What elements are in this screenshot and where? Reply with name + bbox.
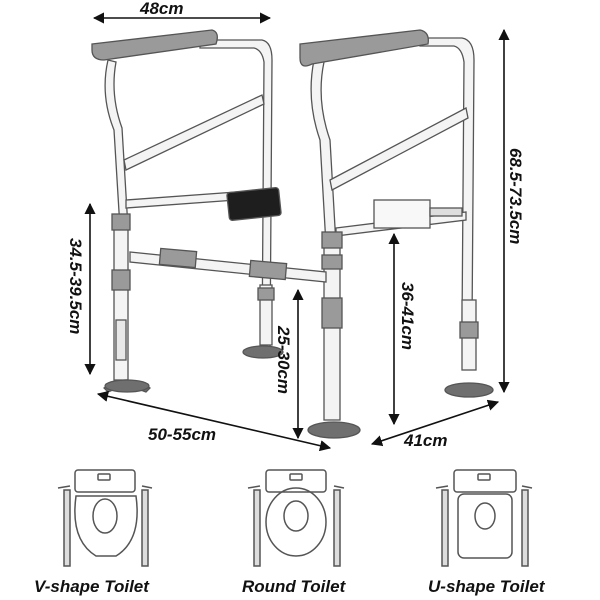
toilet-safety-frame <box>91 29 494 439</box>
leg-height-label: 25-30cm <box>274 325 293 394</box>
armrest-height-label: 34.5-39.5cm <box>66 238 85 334</box>
left-back-pad <box>226 187 282 221</box>
right-armrest-grip <box>299 29 429 67</box>
left-diagonal-brace <box>123 94 265 171</box>
round-toilet-icon <box>247 469 345 567</box>
left-armrest-grip <box>91 29 218 61</box>
cross-bar <box>129 251 327 283</box>
right-back-tube <box>419 37 475 326</box>
u-shape-toilet-icon <box>435 469 533 567</box>
right-diagonal-brace <box>329 107 469 191</box>
foot-front-right <box>307 421 361 439</box>
depth-arrow <box>370 399 500 447</box>
dimension-arrows <box>84 12 510 452</box>
v-shape-toilet-icon <box>57 469 153 567</box>
foot-back-left <box>242 345 284 359</box>
total-height-label: 68.5-73.5cm <box>506 148 525 244</box>
inner-height-label: 36-41cm <box>398 282 417 350</box>
right-front-leg <box>323 244 341 421</box>
right-front-tube <box>310 59 337 246</box>
foot-back-right <box>444 382 494 398</box>
v-shape-toilet-label: V-shape Toilet <box>34 577 150 596</box>
round-toilet-label: Round Toilet <box>242 577 347 596</box>
depth-label: 41cm <box>403 431 447 450</box>
right-clamp <box>373 199 431 229</box>
u-shape-toilet-label: U-shape Toilet <box>428 577 546 596</box>
base-width-arrow <box>96 390 332 452</box>
top-width-label: 48cm <box>139 0 183 18</box>
left-armrest-tube <box>104 59 129 229</box>
base-width-label: 50-55cm <box>148 425 216 444</box>
